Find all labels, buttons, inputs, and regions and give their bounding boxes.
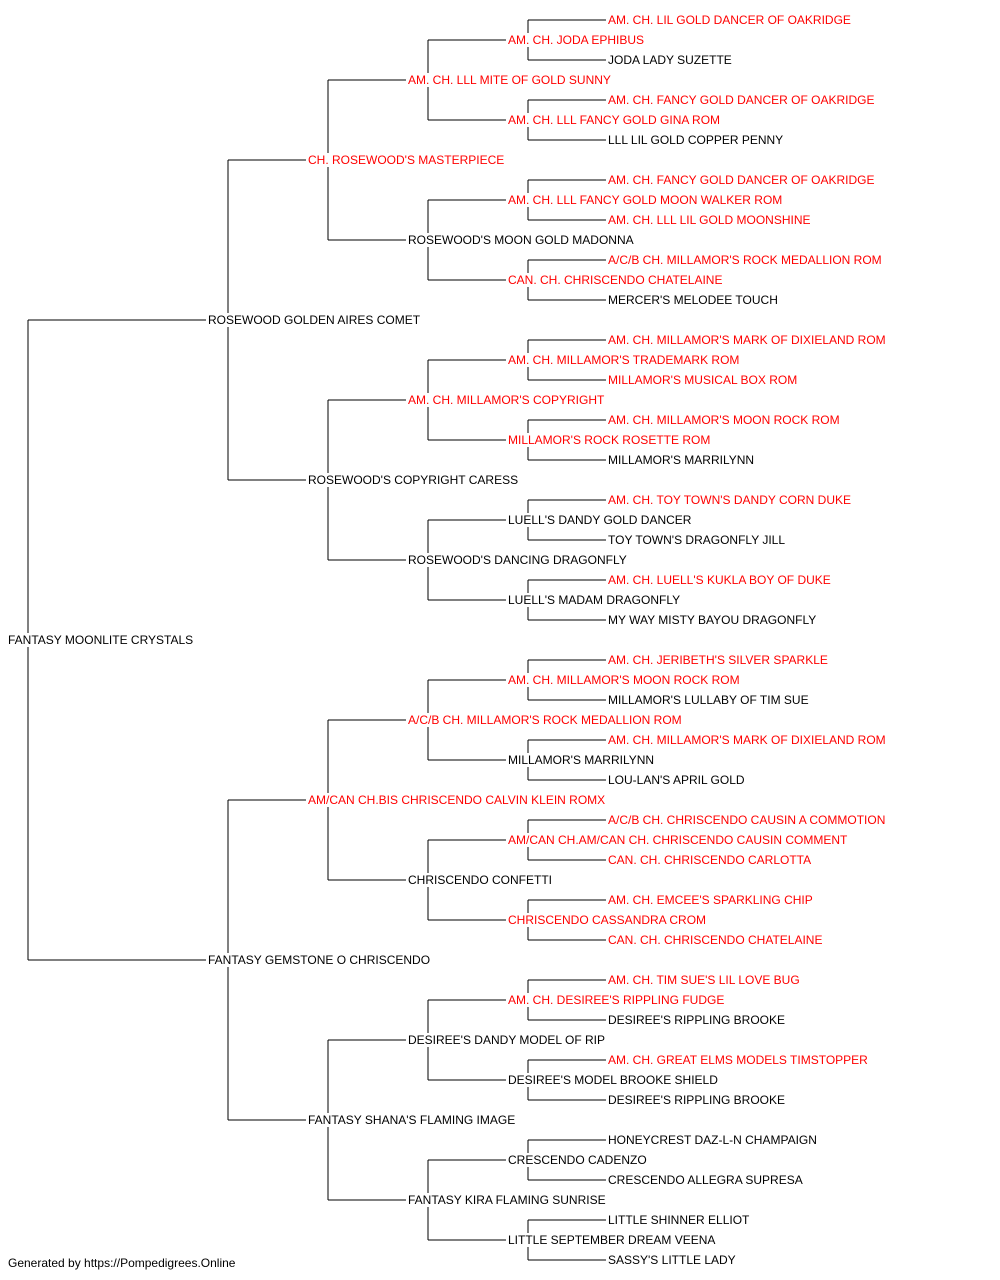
pedigree-name-gen5: MERCER'S MELODEE TOUCH [608, 293, 778, 307]
pedigree-name-gen4: CRESCENDO CADENZO [508, 1153, 647, 1167]
pedigree-name-gen5: AM. CH. TOY TOWN'S DANDY CORN DUKE [608, 493, 851, 507]
pedigree-name-gen5: AM. CH. LIL GOLD DANCER OF OAKRIDGE [608, 13, 851, 27]
pedigree-name-gen4: MILLAMOR'S MARRILYNN [508, 753, 654, 767]
pedigree-name-gen5: DESIREE'S RIPPLING BROOKE [608, 1093, 785, 1107]
pedigree-name-gen5: MY WAY MISTY BAYOU DRAGONFLY [608, 613, 816, 627]
pedigree-name-gen4: CHRISCENDO CASSANDRA CROM [508, 913, 706, 927]
pedigree-name-gen4: AM. CH. JODA EPHIBUS [508, 33, 644, 47]
pedigree-name-gen3: ROSEWOOD'S MOON GOLD MADONNA [408, 233, 634, 247]
pedigree-name-gen5: LOU-LAN'S APRIL GOLD [608, 773, 745, 787]
pedigree-name-gen4: DESIREE'S MODEL BROOKE SHIELD [508, 1073, 718, 1087]
pedigree-name-gen5: CAN. CH. CHRISCENDO CHATELAINE [608, 933, 822, 947]
pedigree-name-gen2: ROSEWOOD'S COPYRIGHT CARESS [308, 473, 518, 487]
pedigree-name-gen4: AM/CAN CH.AM/CAN CH. CHRISCENDO CAUSIN C… [508, 833, 848, 847]
pedigree-name-gen4: LUELL'S DANDY GOLD DANCER [508, 513, 692, 527]
pedigree-name-gen5: LITTLE SHINNER ELLIOT [608, 1213, 750, 1227]
pedigree-name-gen5: LLL LIL GOLD COPPER PENNY [608, 133, 783, 147]
pedigree-name-gen5: AM. CH. JERIBETH'S SILVER SPARKLE [608, 653, 828, 667]
pedigree-name-gen3: CHRISCENDO CONFETTI [408, 873, 552, 887]
pedigree-name-gen5: AM. CH. MILLAMOR'S MARK OF DIXIELAND ROM [608, 333, 886, 347]
pedigree-name-gen3: AM. CH. LLL MITE OF GOLD SUNNY [408, 73, 611, 87]
pedigree-name-gen5: AM. CH. LLL LIL GOLD MOONSHINE [608, 213, 811, 227]
pedigree-name-gen5: AM. CH. TIM SUE'S LIL LOVE BUG [608, 973, 800, 987]
pedigree-name-gen5: MILLAMOR'S MARRILYNN [608, 453, 754, 467]
pedigree-name-gen2: AM/CAN CH.BIS CHRISCENDO CALVIN KLEIN RO… [308, 793, 605, 807]
pedigree-name-gen5: A/C/B CH. MILLAMOR'S ROCK MEDALLION ROM [608, 253, 882, 267]
pedigree-name-gen5: CAN. CH. CHRISCENDO CARLOTTA [608, 853, 811, 867]
pedigree-name-gen3: AM. CH. MILLAMOR'S COPYRIGHT [408, 393, 605, 407]
pedigree-name-gen3: DESIREE'S DANDY MODEL OF RIP [408, 1033, 605, 1047]
pedigree-name-gen5: AM. CH. LUELL'S KUKLA BOY OF DUKE [608, 573, 831, 587]
pedigree-name-gen4: AM. CH. LLL FANCY GOLD GINA ROM [508, 113, 720, 127]
pedigree-name-gen5: MILLAMOR'S LULLABY OF TIM SUE [608, 693, 809, 707]
pedigree-name-gen2: CH. ROSEWOOD'S MASTERPIECE [308, 153, 504, 167]
pedigree-name-gen4: LUELL'S MADAM DRAGONFLY [508, 593, 680, 607]
pedigree-name-gen4: AM. CH. DESIREE'S RIPPLING FUDGE [508, 993, 724, 1007]
pedigree-name-gen5: AM. CH. MILLAMOR'S MARK OF DIXIELAND ROM [608, 733, 886, 747]
pedigree-name-gen1: FANTASY GEMSTONE O CHRISCENDO [208, 953, 430, 967]
pedigree-name-gen0: FANTASY MOONLITE CRYSTALS [8, 633, 193, 647]
pedigree-name-gen5: AM. CH. FANCY GOLD DANCER OF OAKRIDGE [608, 93, 874, 107]
footer-credit: Generated by https://Pompedigrees.Online [8, 1256, 236, 1270]
pedigree-name-gen4: CAN. CH. CHRISCENDO CHATELAINE [508, 273, 722, 287]
pedigree-name-gen1: ROSEWOOD GOLDEN AIRES COMET [208, 313, 421, 327]
pedigree-name-gen3: ROSEWOOD'S DANCING DRAGONFLY [408, 553, 627, 567]
pedigree-name-gen4: AM. CH. MILLAMOR'S MOON ROCK ROM [508, 673, 740, 687]
pedigree-name-gen3: FANTASY KIRA FLAMING SUNRISE [408, 1193, 606, 1207]
pedigree-name-gen3: A/C/B CH. MILLAMOR'S ROCK MEDALLION ROM [408, 713, 682, 727]
pedigree-name-gen2: FANTASY SHANA'S FLAMING IMAGE [308, 1113, 515, 1127]
pedigree-name-gen5: AM. CH. EMCEE'S SPARKLING CHIP [608, 893, 813, 907]
pedigree-name-gen5: A/C/B CH. CHRISCENDO CAUSIN A COMMOTION [608, 813, 885, 827]
pedigree-name-gen4: AM. CH. MILLAMOR'S TRADEMARK ROM [508, 353, 739, 367]
pedigree-name-gen5: TOY TOWN'S DRAGONFLY JILL [608, 533, 785, 547]
pedigree-name-gen4: MILLAMOR'S ROCK ROSETTE ROM [508, 433, 710, 447]
pedigree-name-gen5: CRESCENDO ALLEGRA SUPRESA [608, 1173, 803, 1187]
pedigree-name-gen5: HONEYCREST DAZ-L-N CHAMPAIGN [608, 1133, 817, 1147]
pedigree-name-gen4: AM. CH. LLL FANCY GOLD MOON WALKER ROM [508, 193, 782, 207]
pedigree-name-gen4: LITTLE SEPTEMBER DREAM VEENA [508, 1233, 715, 1247]
pedigree-name-gen5: AM. CH. MILLAMOR'S MOON ROCK ROM [608, 413, 840, 427]
pedigree-name-gen5: DESIREE'S RIPPLING BROOKE [608, 1013, 785, 1027]
pedigree-name-gen5: AM. CH. GREAT ELMS MODELS TIMSTOPPER [608, 1053, 868, 1067]
pedigree-name-gen5: AM. CH. FANCY GOLD DANCER OF OAKRIDGE [608, 173, 874, 187]
pedigree-name-gen5: SASSY'S LITTLE LADY [608, 1253, 736, 1267]
pedigree-name-gen5: JODA LADY SUZETTE [608, 53, 732, 67]
pedigree-name-gen5: MILLAMOR'S MUSICAL BOX ROM [608, 373, 797, 387]
